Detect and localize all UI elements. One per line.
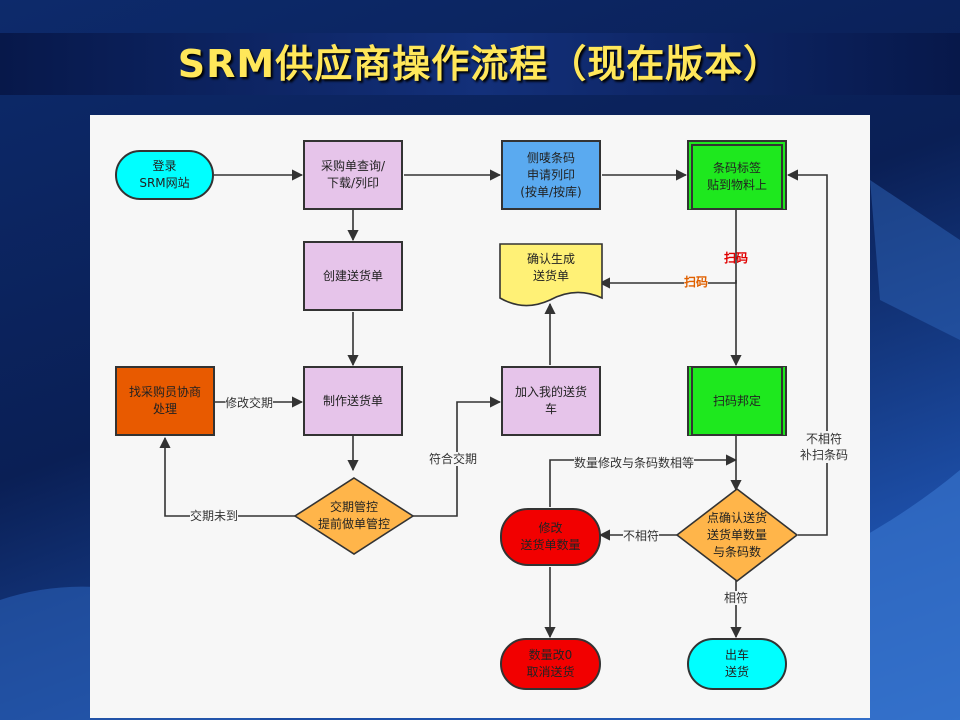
node-confirm-generate: 确认生成 送货单 <box>526 252 575 283</box>
edge-count-to-label-rescan <box>786 169 828 536</box>
node-modify-qty: 修改 送货单数量 <box>500 508 601 566</box>
node-scan-bind: 扫码邦定 <box>687 366 787 436</box>
label-date-not-reached: 交期未到 <box>190 509 239 523</box>
edge-date-to-contact <box>159 436 295 517</box>
node-confirm-count: 点确认送货 送货单数量 与条码数 <box>706 510 767 559</box>
node-create-delivery: 创建送货单 <box>303 241 403 311</box>
label-not-match-rescan: 不相符 补扫条码 <box>800 431 849 463</box>
label-match: 相符 <box>724 591 749 605</box>
node-confirm-generate-shape <box>499 243 603 307</box>
node-barcode-label: 条码标签 贴到物料上 <box>687 140 787 210</box>
node-qty-zero: 数量改0 取消送货 <box>500 638 601 690</box>
label-date-match: 符合交期 <box>429 452 478 466</box>
label-qty-equal: 数量修改与条码数相等 <box>574 456 695 470</box>
label-not-match: 不相符 <box>623 529 660 543</box>
label-scan-1: 扫码 <box>724 251 749 265</box>
node-make-delivery: 制作送货单 <box>303 366 403 436</box>
node-barcode-apply: 侧唛条码 申请列印 (按单/按库) <box>501 140 601 210</box>
label-scan-2: 扫码 <box>684 275 709 289</box>
label-modify-date: 修改交期 <box>225 396 274 410</box>
node-dispatch: 出车 送货 <box>687 638 787 690</box>
node-date-control: 交期管控 提前做单管控 <box>317 500 390 531</box>
node-contact-buyer: 找采购员协商 处理 <box>115 366 215 436</box>
node-add-cart: 加入我的送货 车 <box>501 366 601 436</box>
node-po-query: 采购单查询/ 下载/列印 <box>303 140 403 210</box>
edge-scan-to-confirm <box>598 277 737 289</box>
slide-title: SRM供应商操作流程（现在版本） <box>177 42 783 86</box>
title-bar <box>0 33 960 95</box>
node-login: 登录 SRM网站 <box>115 150 214 200</box>
flowchart-canvas: 登录 SRM网站 采购单查询/ 下载/列印 侧唛条码 申请列印 (按单/按库) … <box>90 115 870 718</box>
node-confirm-count-shape <box>675 487 799 583</box>
node-date-control-shape <box>293 477 415 555</box>
